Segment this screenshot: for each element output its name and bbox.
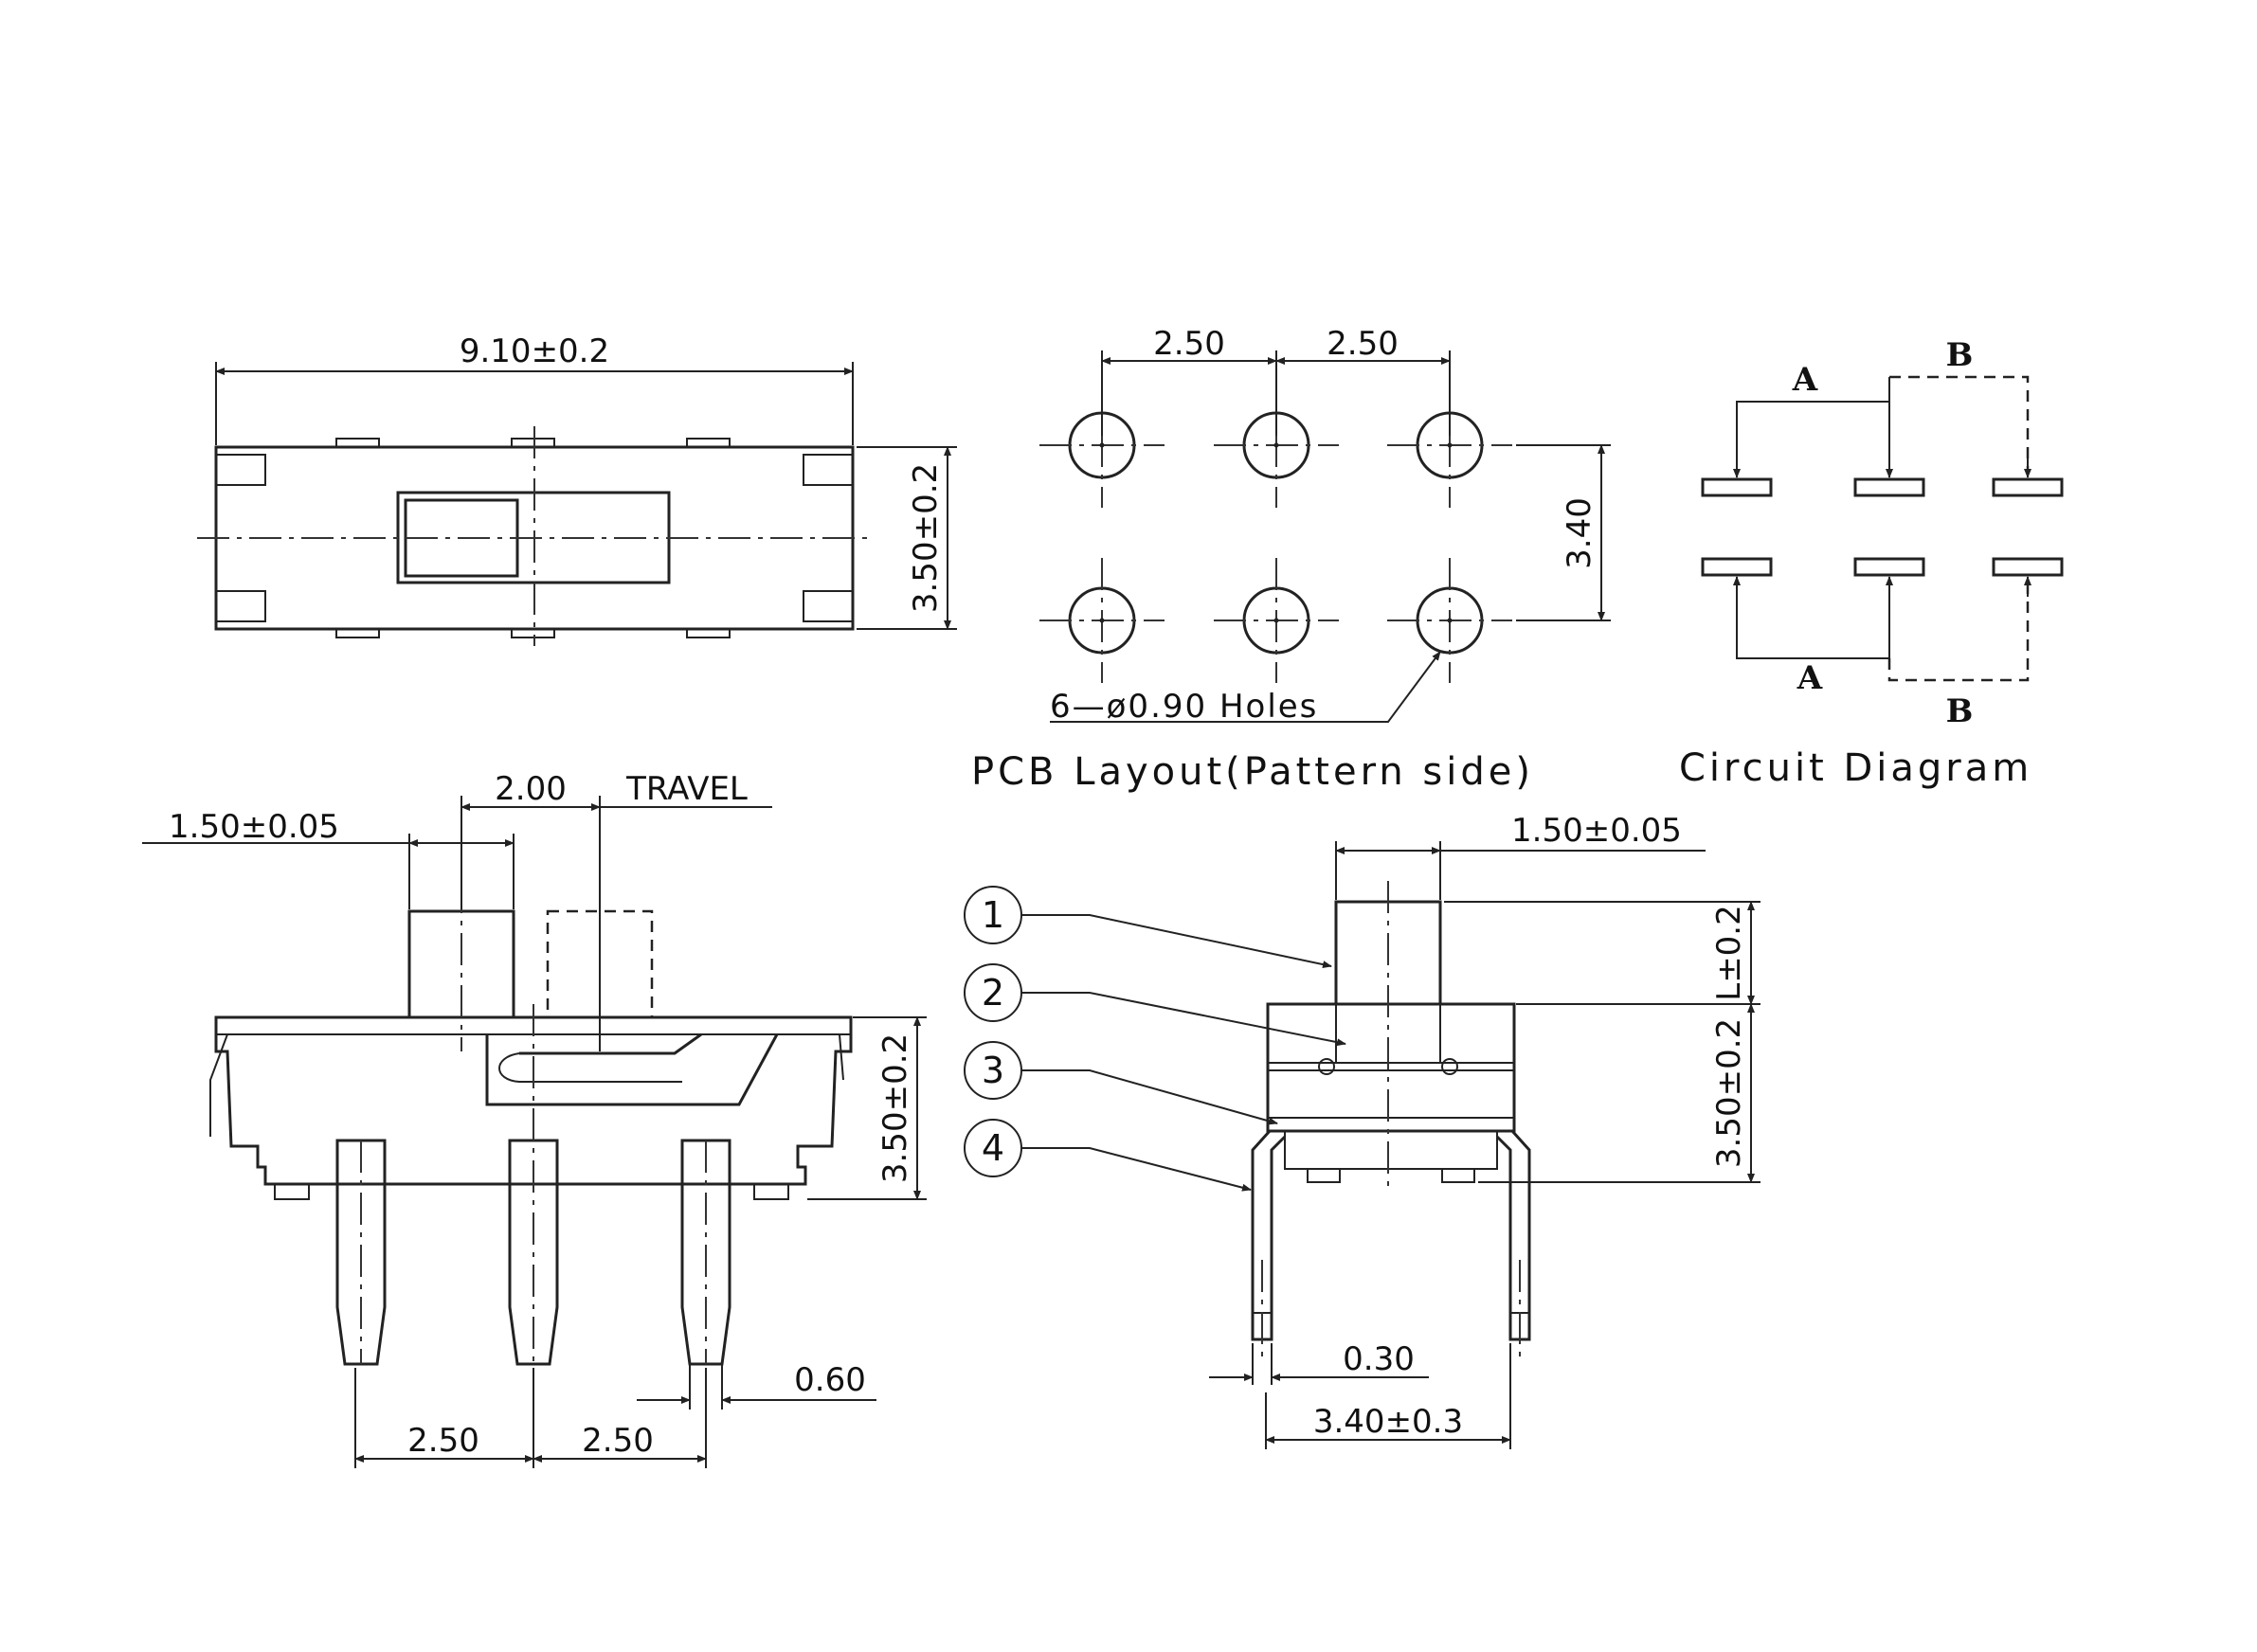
pcb-hole bbox=[1387, 558, 1512, 683]
pcb-hole bbox=[1214, 558, 1339, 683]
circuit-label-b-bottom: B bbox=[1946, 692, 1974, 730]
side-body-height-dim: 3.50±0.2 bbox=[876, 1033, 914, 1183]
end-actuator-width-dim: 1.50±0.05 bbox=[1511, 812, 1682, 850]
callout-2: 2 bbox=[964, 963, 1346, 1047]
terminal-pin bbox=[508, 1139, 559, 1366]
end-body-height-dim: 3.50±0.2 bbox=[1710, 1018, 1748, 1168]
contact-pad bbox=[1853, 477, 1925, 497]
top-height-dim: 3.50±0.2 bbox=[907, 463, 945, 613]
travel-label: TRAVEL bbox=[625, 770, 748, 808]
side-actuator-width-dim: 1.50±0.05 bbox=[169, 808, 339, 846]
holes-note: 6—ø0.90 Holes bbox=[1050, 688, 1318, 726]
end-pin-thickness-dim: 0.30 bbox=[1343, 1340, 1415, 1378]
pcb-pitch-left-dim: 2.50 bbox=[1153, 325, 1225, 363]
end-view: 1.50±0.05 L±0.2 3.50±0.2 0.30 3.40±0.3 1… bbox=[964, 812, 1760, 1449]
contact-pad bbox=[1701, 557, 1773, 577]
callout-4: 4 bbox=[964, 1119, 1252, 1192]
end-actuator-height-dim: L±0.2 bbox=[1710, 905, 1748, 1001]
pcb-hole bbox=[1039, 558, 1165, 683]
top-view: 9.10±0.2 3.50±0.2 bbox=[197, 332, 957, 646]
pcb-layout: 2.50 2.50 3.40 6—ø0.90 Holes PCB Layout(… bbox=[971, 325, 1611, 794]
actuator-travel-position bbox=[546, 909, 654, 1019]
top-width-dim: 9.10±0.2 bbox=[460, 332, 609, 370]
side-pitch-left-dim: 2.50 bbox=[407, 1422, 479, 1460]
side-view: 2.00 TRAVEL 1.50±0.05 3.50±0.2 0.60 2.50… bbox=[142, 770, 927, 1468]
callout-3: 3 bbox=[964, 1041, 1278, 1125]
contact-pad bbox=[1992, 477, 2064, 497]
side-pin-width-dim: 0.60 bbox=[794, 1361, 866, 1399]
end-body bbox=[1266, 1002, 1516, 1133]
travel-dim: 2.00 bbox=[495, 770, 567, 808]
circuit-diagram: A B A B Circuit Diagram bbox=[1679, 336, 2064, 790]
circuit-label-b-top: B bbox=[1946, 336, 1974, 374]
circuit-label-a-top: A bbox=[1792, 361, 1818, 399]
pcb-pitch-right-dim: 2.50 bbox=[1327, 325, 1399, 363]
callout-3-label: 3 bbox=[982, 1050, 1004, 1091]
circuit-label-a-bottom: A bbox=[1797, 659, 1823, 697]
side-pitch-right-dim: 2.50 bbox=[582, 1422, 654, 1460]
pcb-layout-caption: PCB Layout(Pattern side) bbox=[971, 750, 1534, 794]
pcb-row-spacing-dim: 3.40 bbox=[1561, 497, 1598, 569]
callout-2-label: 2 bbox=[982, 972, 1004, 1014]
callout-4-label: 4 bbox=[982, 1127, 1004, 1169]
contact-pad bbox=[1701, 477, 1773, 497]
end-pin-span-dim: 3.40±0.3 bbox=[1313, 1403, 1463, 1441]
callout-1-label: 1 bbox=[982, 894, 1004, 936]
terminal-pin bbox=[335, 1139, 387, 1366]
callout-1: 1 bbox=[964, 886, 1332, 969]
contact-pad bbox=[1992, 557, 2064, 577]
circuit-diagram-caption: Circuit Diagram bbox=[1679, 746, 2032, 790]
